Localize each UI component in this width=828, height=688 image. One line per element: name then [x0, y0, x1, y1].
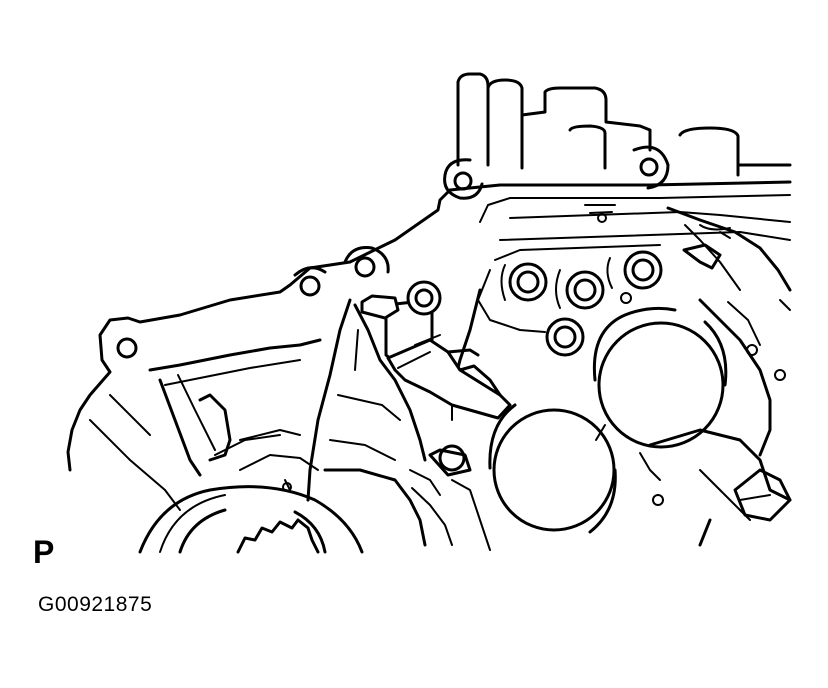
case-ribs — [453, 204, 792, 547]
case-flange — [66, 145, 792, 472]
view-letter-label: P — [33, 534, 55, 570]
shift-lever-arm — [306, 298, 491, 551]
port-bosses — [500, 250, 663, 357]
lower-left-structure — [89, 338, 322, 511]
bottom-gear — [138, 434, 364, 554]
large-bores — [488, 306, 728, 534]
figure-id-label: G00921875 — [38, 593, 153, 616]
sensor-assembly — [360, 280, 512, 421]
valve-body-top — [456, 72, 792, 177]
